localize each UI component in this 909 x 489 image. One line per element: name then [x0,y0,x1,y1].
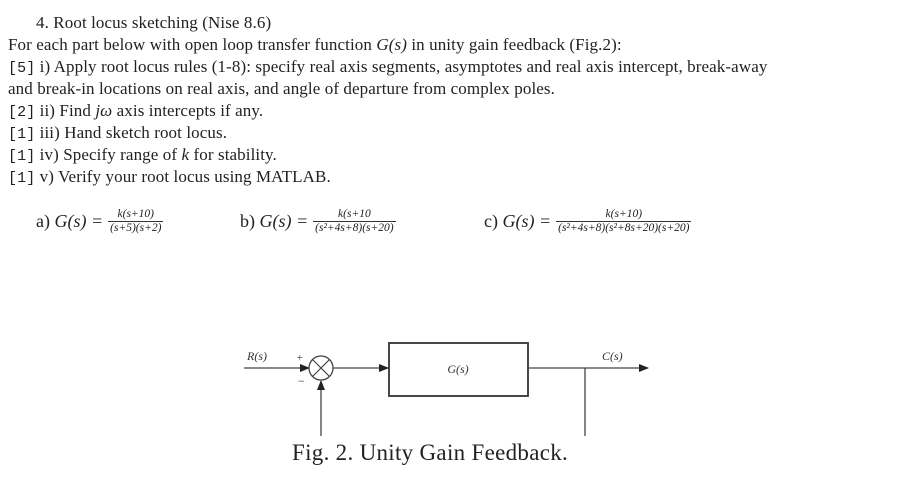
points-badge: [1] [8,170,36,187]
denominator: (s²+4s+8)(s²+8s+20)(s+20) [556,221,692,234]
summing-junction [308,355,334,381]
points-badge: [2] [8,104,36,121]
input-label: R(s) [246,349,267,363]
denominator: (s+5)(s+2) [108,221,164,234]
numerator: k(s+10) [117,208,155,220]
transfer-function-b: b) G(s) = k(s+10 (s²+4s+8)(s+20) [240,208,396,235]
part-iii: [1] iii) Hand sketch root locus. [8,123,228,143]
points-badge: [1] [8,148,36,165]
part-v: [1] v) Verify your root locus using MATL… [8,167,331,187]
part-i-continuation: and break-in locations on real axis, and… [8,79,555,98]
fraction: k(s+10 (s²+4s+8)(s+20) [313,208,396,235]
points-badge: [5] [8,60,36,77]
plus-sign: + [296,352,303,364]
minus-sign: − [297,374,305,388]
points-badge: [1] [8,126,36,143]
denominator: (s²+4s+8)(s+20) [313,221,396,234]
transfer-function-symbol: G(s) [376,35,407,54]
problem-title: 4. Root locus sketching (Nise 8.6) [36,13,272,32]
plant-label: G(s) [447,362,468,376]
fraction: k(s+10) (s²+4s+8)(s²+8s+20)(s+20) [556,208,692,235]
output-label: C(s) [602,349,623,363]
plant-block [388,342,529,397]
fraction: k(s+10) (s+5)(s+2) [108,208,164,235]
intro-text: For each part below with open loop trans… [8,35,622,54]
part-ii: [2] ii) Find jω axis intercepts if any. [8,101,264,121]
figure-caption: Fig. 2. Unity Gain Feedback. [292,440,569,465]
part-i: [5] i) Apply root locus rules (1-8): spe… [8,57,768,77]
part-iv: [1] iv) Specify range of k for stability… [8,145,277,165]
transfer-function-a: a) G(s) = k(s+10) (s+5)(s+2) [36,208,164,235]
numerator: k(s+10) [605,208,643,220]
numerator: k(s+10 [338,208,371,220]
transfer-function-c: c) G(s) = k(s+10) (s²+4s+8)(s²+8s+20)(s+… [484,208,692,235]
